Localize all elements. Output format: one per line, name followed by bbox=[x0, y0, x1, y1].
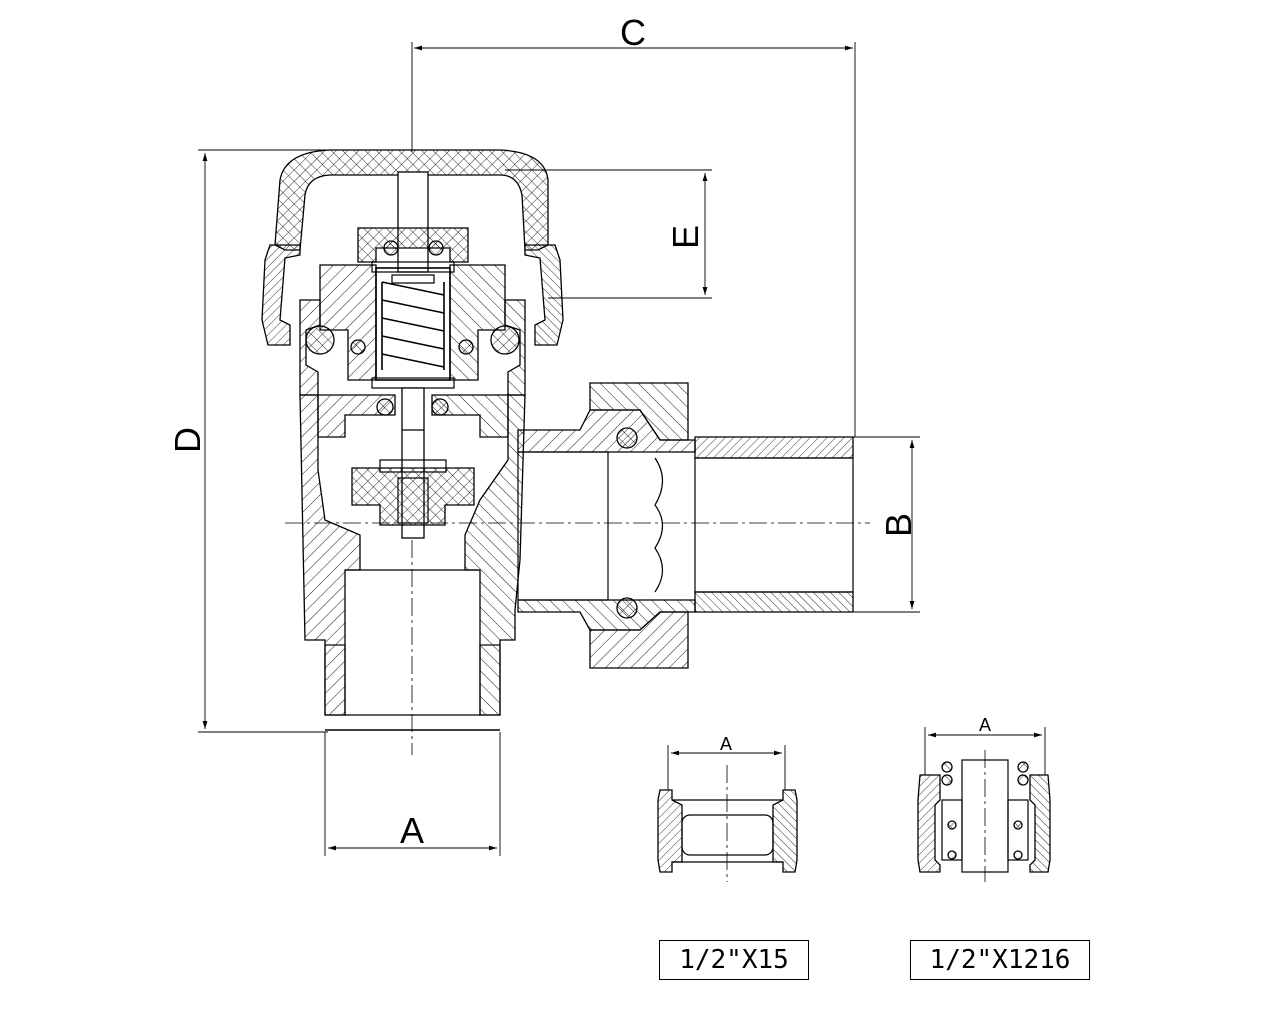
o-ring bbox=[428, 240, 444, 256]
o-ring bbox=[350, 339, 366, 355]
detail-2-section bbox=[917, 727, 1051, 882]
large-o-ring-left bbox=[305, 325, 335, 355]
detail-1-dim-label: A bbox=[720, 734, 732, 754]
dim-label-b: B bbox=[878, 513, 919, 537]
detail-1-section bbox=[657, 745, 798, 882]
spring-housing bbox=[375, 267, 451, 381]
spring bbox=[381, 274, 445, 370]
bonnet-left bbox=[319, 264, 377, 381]
stem bbox=[397, 171, 429, 273]
dim-label-a: A bbox=[400, 810, 424, 851]
detail-2-caption: 1/2"X1216 bbox=[910, 940, 1090, 980]
valve-body bbox=[299, 394, 361, 716]
large-o-ring-right bbox=[490, 325, 520, 355]
gland-nut bbox=[357, 227, 469, 263]
cap-skirt-right bbox=[524, 244, 564, 346]
o-ring bbox=[383, 240, 399, 256]
dim-label-c: C bbox=[620, 12, 646, 53]
bonnet-right bbox=[449, 264, 506, 381]
cap-skirt-left bbox=[261, 244, 301, 346]
tailpiece bbox=[694, 436, 854, 459]
dim-label-d: D bbox=[167, 427, 208, 453]
valve-disc bbox=[351, 467, 475, 526]
dim-label-e: E bbox=[665, 225, 706, 249]
main-valve-section bbox=[261, 149, 870, 755]
union-nut bbox=[589, 382, 689, 441]
detail-1-caption: 1/2"X15 bbox=[659, 940, 809, 980]
detail-2-dim-label: A bbox=[979, 715, 991, 735]
o-ring bbox=[458, 339, 474, 355]
dimension-lines bbox=[198, 42, 920, 856]
